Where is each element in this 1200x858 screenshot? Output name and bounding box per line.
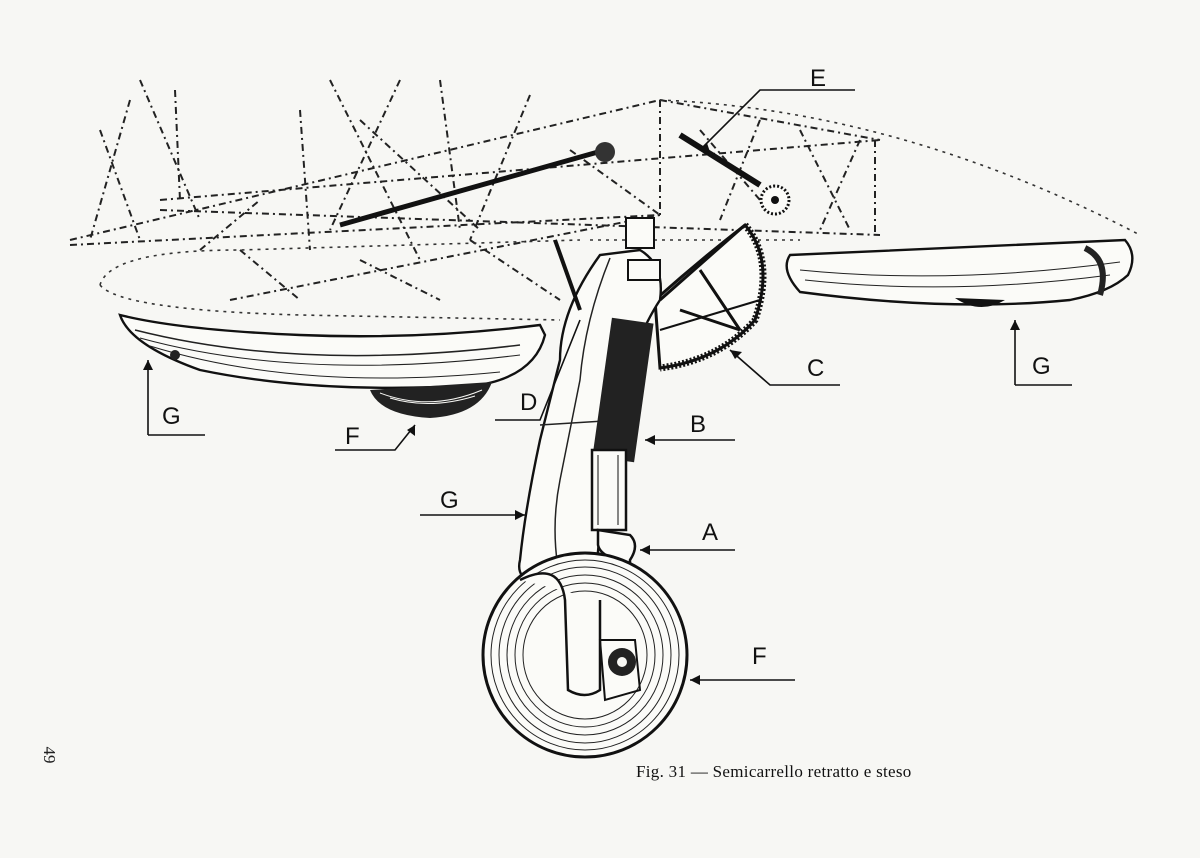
left-fairing	[118, 313, 547, 390]
wing-truss-frame	[69, 79, 881, 301]
label-d: D	[520, 389, 537, 416]
label-b: B	[690, 411, 706, 438]
label-f-wheel: F	[752, 643, 767, 670]
rod-pivot	[595, 142, 615, 162]
label-f-retracted: F	[345, 423, 360, 450]
label-c: C	[807, 355, 824, 382]
label-g-right: G	[1032, 353, 1051, 380]
main-wheel	[481, 551, 689, 759]
page-number: 49	[40, 746, 59, 764]
arrowheads	[143, 143, 1020, 685]
label-e: E	[810, 65, 826, 92]
label-g-leg: G	[440, 487, 459, 514]
actuator-e	[678, 132, 791, 216]
label-a: A	[702, 519, 718, 546]
gear-sector	[653, 222, 767, 372]
right-fairing	[785, 238, 1134, 308]
label-g-left: G	[162, 403, 181, 430]
retraction-rod	[339, 147, 606, 228]
figure-caption: Fig. 31 — Semicarrello retratto e steso	[636, 762, 912, 781]
leader-lines	[147, 89, 1072, 681]
retracted-wheel	[370, 382, 492, 418]
